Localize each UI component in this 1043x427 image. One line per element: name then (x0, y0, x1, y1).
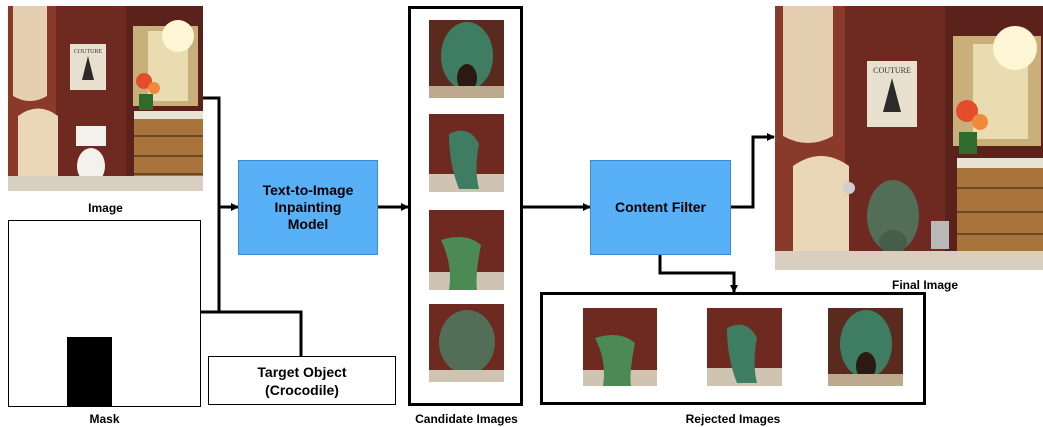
content-filter-box: Content Filter (590, 160, 731, 255)
candidate-caption: Candidate Images (415, 412, 518, 426)
mask-panel (8, 220, 201, 407)
bathroom-photo: COUTURE (8, 6, 203, 191)
image-to-model-line (203, 96, 239, 211)
rejected-images-panel (540, 292, 926, 405)
filter-to-rejected (658, 253, 738, 293)
rejected-image-1 (583, 308, 657, 386)
target-connector (219, 310, 303, 356)
input-image: COUTURE (8, 6, 203, 191)
candidate-images-panel (408, 6, 523, 406)
final-bathroom-photo: COUTURE (775, 6, 1043, 270)
rejected-image-2 (707, 308, 782, 386)
mask-caption: Mask (89, 412, 120, 426)
target-object-box: Target Object (Crocodile) (208, 356, 396, 405)
rejected-image-3 (828, 308, 903, 386)
target-object-label: Target Object (Crocodile) (257, 363, 347, 398)
candidate-image-1 (429, 20, 504, 98)
final-caption: Final Image (891, 278, 959, 292)
rejected-caption: Rejected Images (685, 412, 781, 426)
candidate-image-3 (429, 210, 504, 290)
filter-to-final (729, 133, 775, 209)
image-caption: Image (88, 201, 123, 215)
candidate-image-2 (429, 114, 504, 192)
poster-text-1: COUTURE (74, 49, 103, 55)
mask-region (67, 337, 112, 407)
final-image: COUTURE (775, 6, 1043, 270)
inpainting-model-box: Text-to-Image Inpainting Model (238, 160, 378, 255)
poster-text-2: COUTURE (873, 66, 911, 75)
candidate-image-4 (429, 304, 504, 382)
